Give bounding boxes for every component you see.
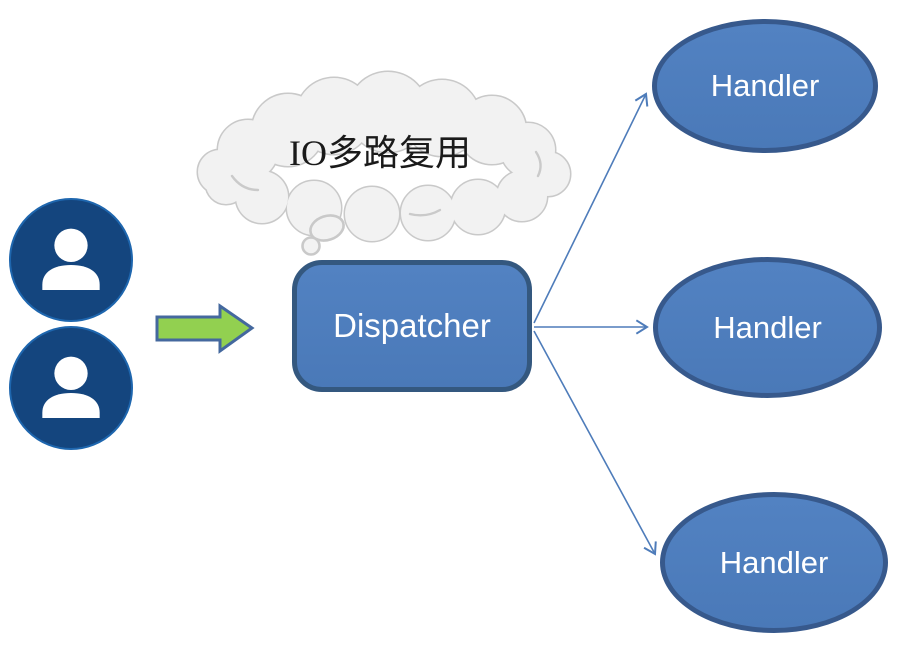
cloud-inner-arc	[230, 174, 260, 192]
dispatcher-label: Dispatcher	[333, 307, 491, 344]
user-icon	[9, 198, 133, 322]
handler-node-3: Handler	[660, 492, 888, 633]
cloud-label: IO多路复用	[289, 133, 471, 173]
person-glyph	[42, 356, 100, 418]
handler-node-1: Handler	[652, 19, 878, 153]
block-arrow-right-icon	[155, 303, 255, 354]
handler-label: Handler	[719, 544, 829, 580]
dispatcher-node: Dispatcher	[292, 260, 532, 392]
cloud-tail-bubble-small	[301, 236, 321, 256]
handler-label: Handler	[710, 68, 820, 103]
cloud-inner-arc	[408, 208, 442, 217]
handler-label: Handler	[713, 309, 822, 345]
connector-arrow-top	[533, 92, 649, 324]
person-glyph	[42, 228, 100, 290]
handler-node-2: Handler	[653, 257, 882, 398]
cloud-inner-arc	[534, 150, 542, 178]
connector-group	[533, 92, 657, 556]
cloud-tail-bubble-large	[309, 214, 345, 242]
thought-cloud	[196, 70, 572, 256]
connector-arrow-bottom	[533, 330, 657, 556]
user-icon	[9, 326, 133, 450]
